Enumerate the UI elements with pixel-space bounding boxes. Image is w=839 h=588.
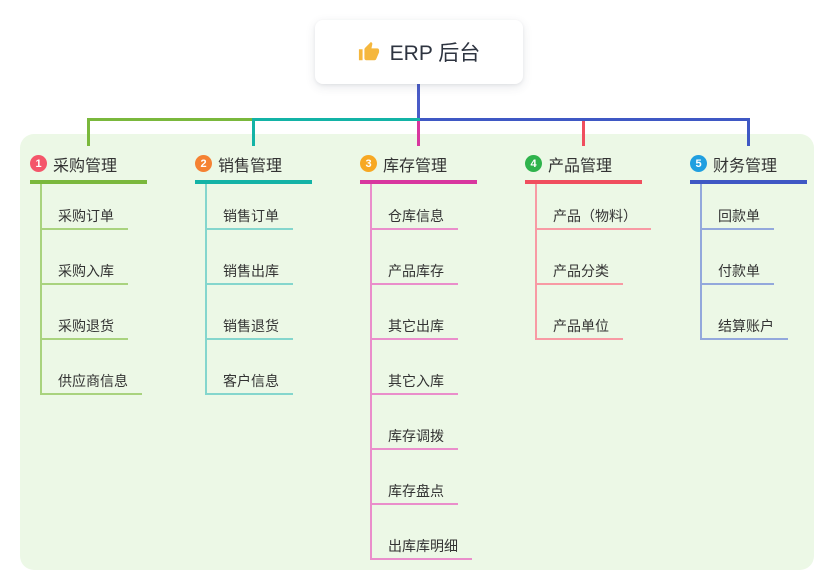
child-node[interactable]: 采购入库 bbox=[40, 259, 128, 285]
child-node[interactable]: 销售订单 bbox=[205, 204, 293, 230]
branch-spine bbox=[40, 180, 42, 395]
connector-bus-segment bbox=[420, 118, 750, 121]
child-node[interactable]: 其它入库 bbox=[370, 369, 458, 395]
child-node[interactable]: 其它出库 bbox=[370, 314, 458, 340]
branch-label: 采购管理 bbox=[53, 157, 118, 175]
child-node[interactable]: 供应商信息 bbox=[40, 369, 142, 395]
branch-label: 库存管理 bbox=[383, 157, 448, 175]
branch-node-2[interactable]: 2 销售管理 bbox=[195, 147, 312, 184]
child-node[interactable]: 库存调拨 bbox=[370, 424, 458, 450]
child-node[interactable]: 出库库明细 bbox=[370, 534, 472, 560]
branch-node-4[interactable]: 4 产品管理 bbox=[525, 147, 642, 184]
connector-stem bbox=[417, 84, 420, 121]
child-node[interactable]: 产品（物料） bbox=[535, 204, 651, 230]
priority-badge: 3 bbox=[360, 155, 377, 172]
priority-badge: 1 bbox=[30, 155, 47, 172]
child-node[interactable]: 库存盘点 bbox=[370, 479, 458, 505]
child-node[interactable]: 销售退货 bbox=[205, 314, 293, 340]
branch-node-5[interactable]: 5 财务管理 bbox=[690, 147, 807, 184]
root-title: ERP 后台 bbox=[389, 42, 481, 65]
child-node[interactable]: 销售出库 bbox=[205, 259, 293, 285]
branch-label: 销售管理 bbox=[218, 157, 283, 175]
branch-node-1[interactable]: 1 采购管理 bbox=[30, 147, 147, 184]
priority-badge: 5 bbox=[690, 155, 707, 172]
connector-bus-segment bbox=[87, 118, 252, 121]
branch-label: 产品管理 bbox=[548, 157, 613, 175]
priority-badge: 2 bbox=[195, 155, 212, 172]
child-node[interactable]: 付款单 bbox=[700, 259, 774, 285]
connector-drop bbox=[252, 121, 255, 146]
connector-drop bbox=[87, 121, 90, 146]
child-node[interactable]: 客户信息 bbox=[205, 369, 293, 395]
child-node[interactable]: 产品库存 bbox=[370, 259, 458, 285]
root-node[interactable]: ERP 后台 bbox=[315, 20, 523, 84]
child-node[interactable]: 仓库信息 bbox=[370, 204, 458, 230]
connector-drop bbox=[747, 121, 750, 146]
branch-spine bbox=[700, 180, 702, 340]
child-node[interactable]: 产品单位 bbox=[535, 314, 623, 340]
branch-label: 财务管理 bbox=[713, 157, 778, 175]
connector-drop bbox=[582, 121, 585, 146]
child-node[interactable]: 产品分类 bbox=[535, 259, 623, 285]
connector-drop bbox=[417, 121, 420, 146]
child-node[interactable]: 回款单 bbox=[700, 204, 774, 230]
branch-spine bbox=[535, 180, 537, 340]
child-node[interactable]: 采购订单 bbox=[40, 204, 128, 230]
thumbs-up-icon bbox=[358, 41, 379, 61]
child-node[interactable]: 结算账户 bbox=[700, 314, 788, 340]
child-node[interactable]: 采购退货 bbox=[40, 314, 128, 340]
connector-bus-segment bbox=[252, 118, 420, 121]
mindmap-group-panel bbox=[20, 134, 814, 570]
branch-spine bbox=[370, 180, 372, 560]
branch-node-3[interactable]: 3 库存管理 bbox=[360, 147, 477, 184]
priority-badge: 4 bbox=[525, 155, 542, 172]
branch-spine bbox=[205, 180, 207, 395]
